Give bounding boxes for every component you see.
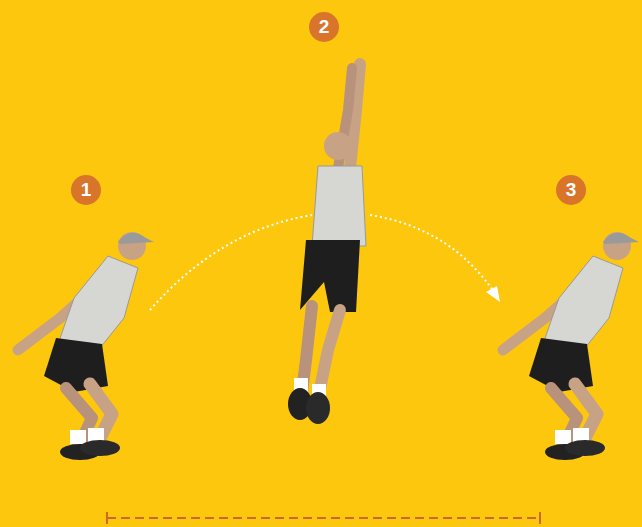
callout-number: 3 [556, 175, 586, 205]
trajectory-arc [370, 215, 494, 292]
callout-number: 2 [309, 12, 339, 42]
jump-figure [288, 64, 366, 424]
trajectory-arc [150, 215, 312, 310]
crouch-figure [18, 232, 154, 460]
callout-number: 1 [71, 175, 101, 205]
landing-figure [503, 232, 639, 460]
arrow-head [486, 286, 500, 302]
distance-bracket [107, 512, 540, 524]
